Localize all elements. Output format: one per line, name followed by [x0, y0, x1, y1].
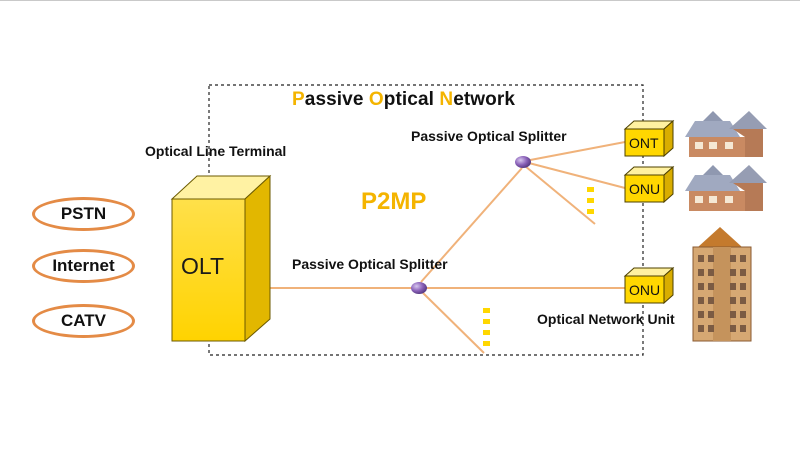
service-catv: CATV	[32, 304, 135, 338]
onu-house-box	[623, 165, 675, 204]
splitter-secondary-node	[515, 156, 531, 168]
service-catv-label: CATV	[60, 311, 106, 330]
onu-building-box	[623, 266, 675, 305]
ellipsis-dots-upper	[587, 187, 594, 214]
ont-label: ONT	[629, 135, 659, 151]
olt-box	[170, 174, 272, 343]
title-word-optical: ptical	[383, 89, 440, 110]
house-icon	[685, 111, 767, 157]
service-internet: Internet	[32, 249, 135, 283]
title-word-network: etwork	[453, 89, 516, 110]
ellipsis-dots-lower	[483, 308, 490, 346]
onu-house-label: ONU	[629, 181, 661, 197]
title-initial-o: O	[368, 89, 384, 110]
olt-label: OLT	[181, 253, 225, 279]
service-pstn-label: PSTN	[60, 204, 107, 223]
building-icon	[692, 227, 752, 342]
title-initial-n: N	[439, 89, 454, 110]
ont-box	[623, 119, 675, 158]
title-word-passive: assive	[304, 89, 369, 110]
diagram-title: Passive Optical Network	[292, 89, 515, 111]
p2mp-label: P2MP	[361, 188, 427, 215]
fiber-secondary-to-ont	[524, 141, 626, 162]
house-icon	[685, 165, 767, 211]
fiber-splitter-to-secondary-splitter	[420, 167, 523, 283]
fiber-secondary-down	[524, 165, 596, 225]
fiber-splitter-down	[422, 292, 485, 354]
onu-building-label: ONU	[629, 282, 661, 298]
splitter-main-node	[411, 282, 427, 294]
fiber-secondary-to-onu-house	[524, 161, 626, 189]
service-internet-label: Internet	[52, 256, 115, 275]
olt-caption: Optical Line Terminal	[145, 143, 287, 159]
service-pstn: PSTN	[32, 197, 135, 231]
title-initial-p: P	[292, 89, 305, 110]
splitter-main-caption: Passive Optical Splitter	[292, 256, 448, 272]
splitter-secondary-caption: Passive Optical Splitter	[411, 128, 567, 144]
onu-caption: Optical Network Unit	[537, 311, 675, 327]
